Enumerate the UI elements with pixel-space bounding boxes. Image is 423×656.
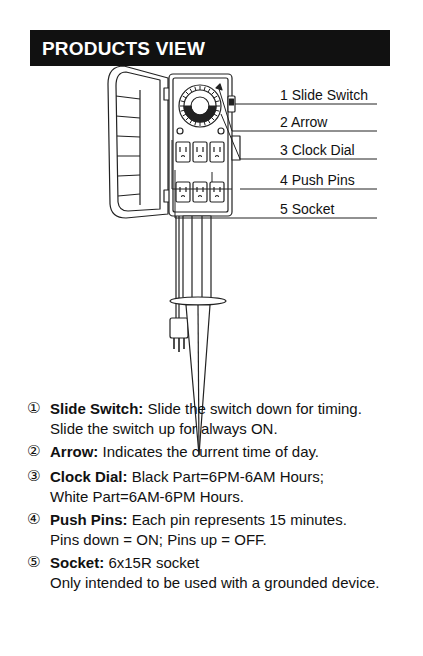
push-pin xyxy=(204,87,205,91)
lid-inner-edge xyxy=(116,72,160,211)
part-name: Slide Switch: xyxy=(50,400,143,417)
push-pin xyxy=(180,106,184,107)
socket xyxy=(193,142,207,162)
housing-face xyxy=(173,78,228,212)
push-pin xyxy=(208,89,210,92)
lid xyxy=(108,66,168,218)
leader-line xyxy=(172,140,377,189)
description-body: Arrow: Indicates the current time of day. xyxy=(50,442,380,462)
sockets xyxy=(176,142,224,202)
screw xyxy=(177,128,183,134)
socket xyxy=(193,182,207,202)
push-pin xyxy=(181,101,185,102)
description-text: Indicates the current time of day. xyxy=(103,443,320,460)
description-body: Clock Dial:Black Part=6PM-6AM Hours; Whit… xyxy=(50,467,380,506)
clock-dial xyxy=(179,85,221,127)
push-pin xyxy=(200,86,201,90)
stake-ribs xyxy=(192,216,202,298)
socket-slots xyxy=(180,147,186,157)
leader-line xyxy=(175,170,377,218)
callout-label: 4 Push Pins xyxy=(278,172,357,188)
push-pin xyxy=(216,106,220,107)
description-text: 6x15R socket xyxy=(108,554,199,571)
socket-slots xyxy=(197,147,203,157)
socket xyxy=(176,142,190,162)
socket-frame xyxy=(210,142,224,162)
callout-label: 1 Slide Switch xyxy=(278,87,370,103)
slide-switch xyxy=(228,96,235,112)
push-pin xyxy=(215,101,219,102)
callout-label: 5 Socket xyxy=(278,201,336,217)
description-body: Push Pins:Each pin represents 15 minutes… xyxy=(50,510,380,549)
description-body: Socket:6x15R socketOnly intended to be u… xyxy=(50,553,380,592)
part-name: Arrow: xyxy=(50,443,98,460)
push-pin xyxy=(186,92,189,95)
part-name: Clock Dial: xyxy=(50,468,128,485)
circled-number: ① xyxy=(27,399,40,419)
push-pin xyxy=(190,89,192,92)
circled-number: ④ xyxy=(27,510,40,530)
description-text: Pins down = ON; Pins up = OFF. xyxy=(50,530,380,550)
stake-post xyxy=(183,216,211,298)
dial-black-part xyxy=(184,106,216,122)
socket-frame xyxy=(193,182,207,202)
socket-frame xyxy=(210,182,224,202)
callout-label: 2 Arrow xyxy=(278,114,329,130)
description-text: Black Part=6PM-6AM Hours; xyxy=(132,468,324,485)
socket-frame xyxy=(193,142,207,162)
push-pin xyxy=(214,96,217,98)
description-body: Slide Switch:Slide the switch down for t… xyxy=(50,399,380,438)
circled-number: ③ xyxy=(27,467,40,487)
socket-slots xyxy=(214,147,220,157)
socket xyxy=(210,182,224,202)
push-pins xyxy=(180,86,220,126)
part-name: Socket: xyxy=(50,554,104,571)
socket xyxy=(210,142,224,162)
part-name: Push Pins: xyxy=(50,511,128,528)
callout-label: 3 Clock Dial xyxy=(278,142,357,158)
slide-knob xyxy=(230,99,234,105)
plug-prongs xyxy=(174,338,184,352)
socket-frame xyxy=(176,142,190,162)
push-pin xyxy=(183,96,186,98)
circled-number: ⑤ xyxy=(27,553,40,573)
stake-flange xyxy=(170,297,226,305)
description-text: White Part=6AM-6PM Hours. xyxy=(50,487,380,507)
screw xyxy=(218,128,224,134)
dial-ring xyxy=(184,90,216,122)
lid-ribs xyxy=(116,96,140,196)
title: PRODUCTS VIEW xyxy=(42,38,205,60)
push-pin xyxy=(211,92,214,95)
description-text: Only intended to be used with a grounded… xyxy=(50,573,380,593)
plug xyxy=(170,318,188,338)
socket-frame xyxy=(176,182,190,202)
leader-line xyxy=(235,104,377,105)
lid-fold xyxy=(139,90,140,205)
circled-number: ② xyxy=(27,442,40,462)
description-text: Each pin represents 15 minutes. xyxy=(132,511,347,528)
leader-line xyxy=(221,114,377,159)
socket xyxy=(176,182,190,202)
housing xyxy=(169,74,232,216)
push-pin xyxy=(195,87,196,91)
